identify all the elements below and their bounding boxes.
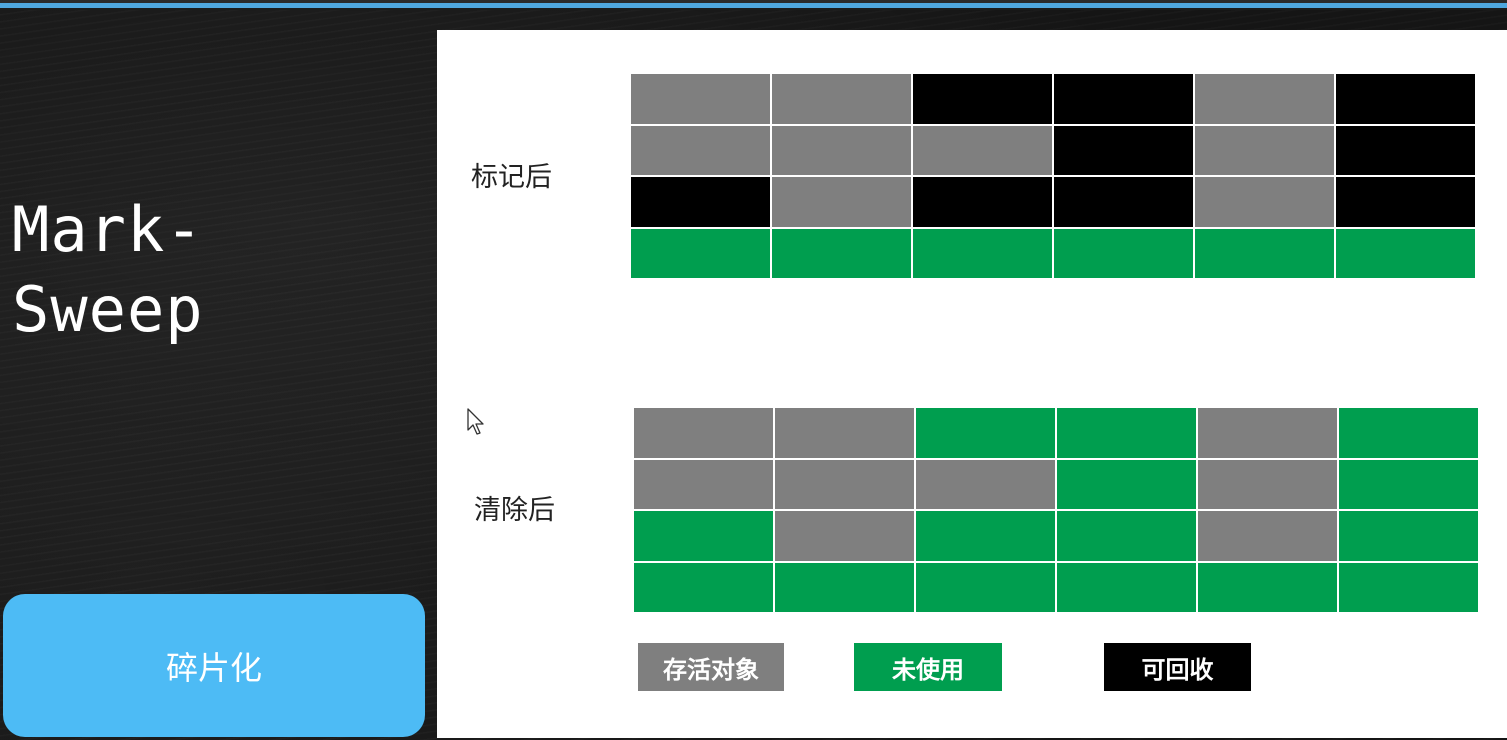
- after-sweep-cell-live: [775, 408, 914, 458]
- mouse-pointer-icon: [467, 408, 484, 435]
- after-sweep-cell-live: [634, 459, 773, 509]
- after-mark-cell-live: [772, 74, 911, 124]
- after-sweep-cell-live: [1198, 511, 1337, 561]
- legend-live-objects-label: 存活对象: [663, 655, 759, 684]
- after-sweep-cell-live: [916, 459, 1055, 509]
- after-sweep-cell-live: [1198, 408, 1337, 458]
- after-sweep-cell-unused: [1057, 511, 1196, 561]
- after-mark-cell-unused: [772, 228, 911, 278]
- after-sweep-cell-unused: [1198, 562, 1337, 612]
- after-mark-label: 标记后: [471, 162, 552, 193]
- after-sweep-cell-unused: [634, 511, 773, 561]
- after-mark-cell-reclaimable: [913, 74, 1052, 124]
- after-sweep-cell-unused: [634, 562, 773, 612]
- after-sweep-label: 清除后: [474, 495, 555, 526]
- fragmentation-tag: 碎片化: [3, 594, 425, 737]
- after-mark-cell-live: [1195, 177, 1334, 227]
- after-sweep-cell-unused: [1339, 511, 1478, 561]
- after-sweep-cell-live: [1198, 459, 1337, 509]
- after-mark-cell-unused: [1336, 228, 1475, 278]
- after-mark-cell-reclaimable: [1336, 125, 1475, 175]
- after-mark-cell-unused: [1054, 228, 1193, 278]
- after-sweep-cell-live: [634, 408, 773, 458]
- legend-reclaimable-label: 可回收: [1141, 655, 1214, 684]
- after-mark-cell-reclaimable: [631, 177, 770, 227]
- after-sweep-cell-unused: [1057, 408, 1196, 458]
- fragmentation-tag-label: 碎片化: [165, 648, 262, 687]
- after-mark-cell-live: [1195, 74, 1334, 124]
- after-mark-cell-live: [631, 125, 770, 175]
- legend-unused-label: 未使用: [892, 655, 964, 684]
- after-sweep-cell-unused: [1057, 459, 1196, 509]
- after-sweep-cell-unused: [1339, 562, 1478, 612]
- slide-title-line-2: Sweep: [12, 273, 204, 346]
- after-mark-cell-reclaimable: [913, 177, 1052, 227]
- after-mark-cell-unused: [1195, 228, 1334, 278]
- after-mark-cell-reclaimable: [1336, 177, 1475, 227]
- after-mark-cell-unused: [631, 228, 770, 278]
- slide-title: Mark- Sweep: [12, 190, 432, 350]
- after-sweep-cell-live: [775, 511, 914, 561]
- legend-reclaimable: 可回收: [1104, 643, 1251, 691]
- after-mark-cell-reclaimable: [1054, 74, 1193, 124]
- after-mark-cell-live: [913, 125, 1052, 175]
- after-mark-cell-unused: [913, 228, 1052, 278]
- after-sweep-cell-live: [775, 459, 914, 509]
- slide-title-line-1: Mark-: [12, 193, 204, 266]
- top-accent-line: [0, 0, 1507, 10]
- after-sweep-cell-unused: [1339, 408, 1478, 458]
- after-sweep-cell-unused: [916, 562, 1055, 612]
- after-mark-cell-reclaimable: [1336, 74, 1475, 124]
- after-sweep-cell-unused: [916, 408, 1055, 458]
- after-sweep-grid: [634, 408, 1478, 612]
- after-sweep-cell-unused: [775, 562, 914, 612]
- after-mark-cell-live: [772, 177, 911, 227]
- after-sweep-cell-unused: [916, 511, 1055, 561]
- after-sweep-cell-unused: [1057, 562, 1196, 612]
- after-mark-cell-live: [1195, 125, 1334, 175]
- after-mark-cell-reclaimable: [1054, 125, 1193, 175]
- after-mark-grid: [631, 74, 1475, 278]
- after-sweep-cell-unused: [1339, 459, 1478, 509]
- legend-live-objects: 存活对象: [638, 643, 784, 691]
- after-mark-cell-live: [772, 125, 911, 175]
- after-mark-cell-live: [631, 74, 770, 124]
- legend-unused: 未使用: [854, 643, 1002, 691]
- after-mark-cell-reclaimable: [1054, 177, 1193, 227]
